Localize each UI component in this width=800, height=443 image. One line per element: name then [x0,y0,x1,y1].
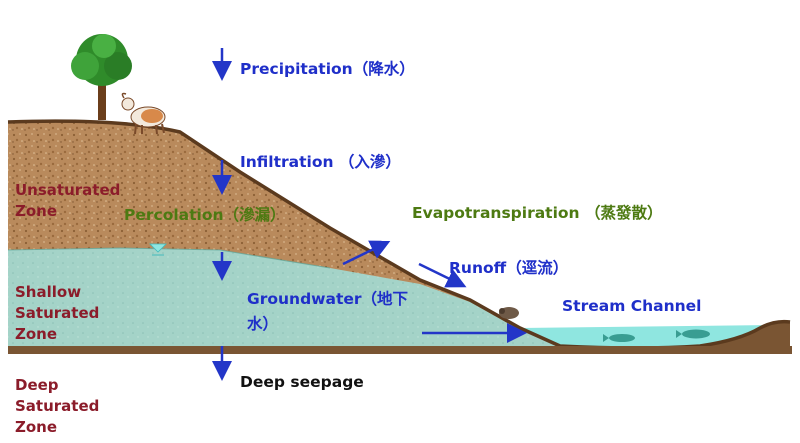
unsaturated-zone-label: Unsaturated Zone [15,180,120,222]
fish-icon [603,329,710,342]
infiltration-label: Infiltration （入滲） [240,153,401,171]
arrow-diagonal-icon [342,240,527,343]
goat-icon [121,92,166,135]
zone-line: Deep [15,376,59,394]
zone-line: Shallow [15,283,82,301]
stream-channel-label: Stream Channel [562,297,702,315]
water-table-marker [149,243,167,253]
groundwater-label-line1: Groundwater（地下 [247,290,409,308]
bedrock-band [8,346,792,354]
zone-line: Saturated [15,304,100,322]
zone-line: Saturated [15,397,100,415]
shallow-saturated-zone-label: Shallow Saturated Zone [15,282,99,345]
precipitation-label: Precipitation（降水） [240,60,415,78]
zone-line: Zone [15,325,58,343]
zone-line: Zone [15,202,58,220]
percolation-label: Percolation（滲漏） [124,206,286,224]
groundwater-label-line2: 水） [247,315,279,333]
runoff-label: Runoff（逕流） [449,259,569,277]
water-table-line [7,247,331,269]
deep-saturated-zone-label: Deep Saturated Zone [15,375,99,438]
zone-line: Unsaturated [15,181,121,199]
stream-bank [700,321,790,348]
stream-water [520,325,775,346]
groundwater-layer [8,248,560,346]
evapotranspiration-label: Evapotranspiration （蒸發散） [412,204,663,222]
deep-seepage-label: Deep seepage [240,373,364,391]
zone-line: Zone [15,418,58,436]
tree-icon [71,34,132,120]
animal-icon [499,307,519,319]
